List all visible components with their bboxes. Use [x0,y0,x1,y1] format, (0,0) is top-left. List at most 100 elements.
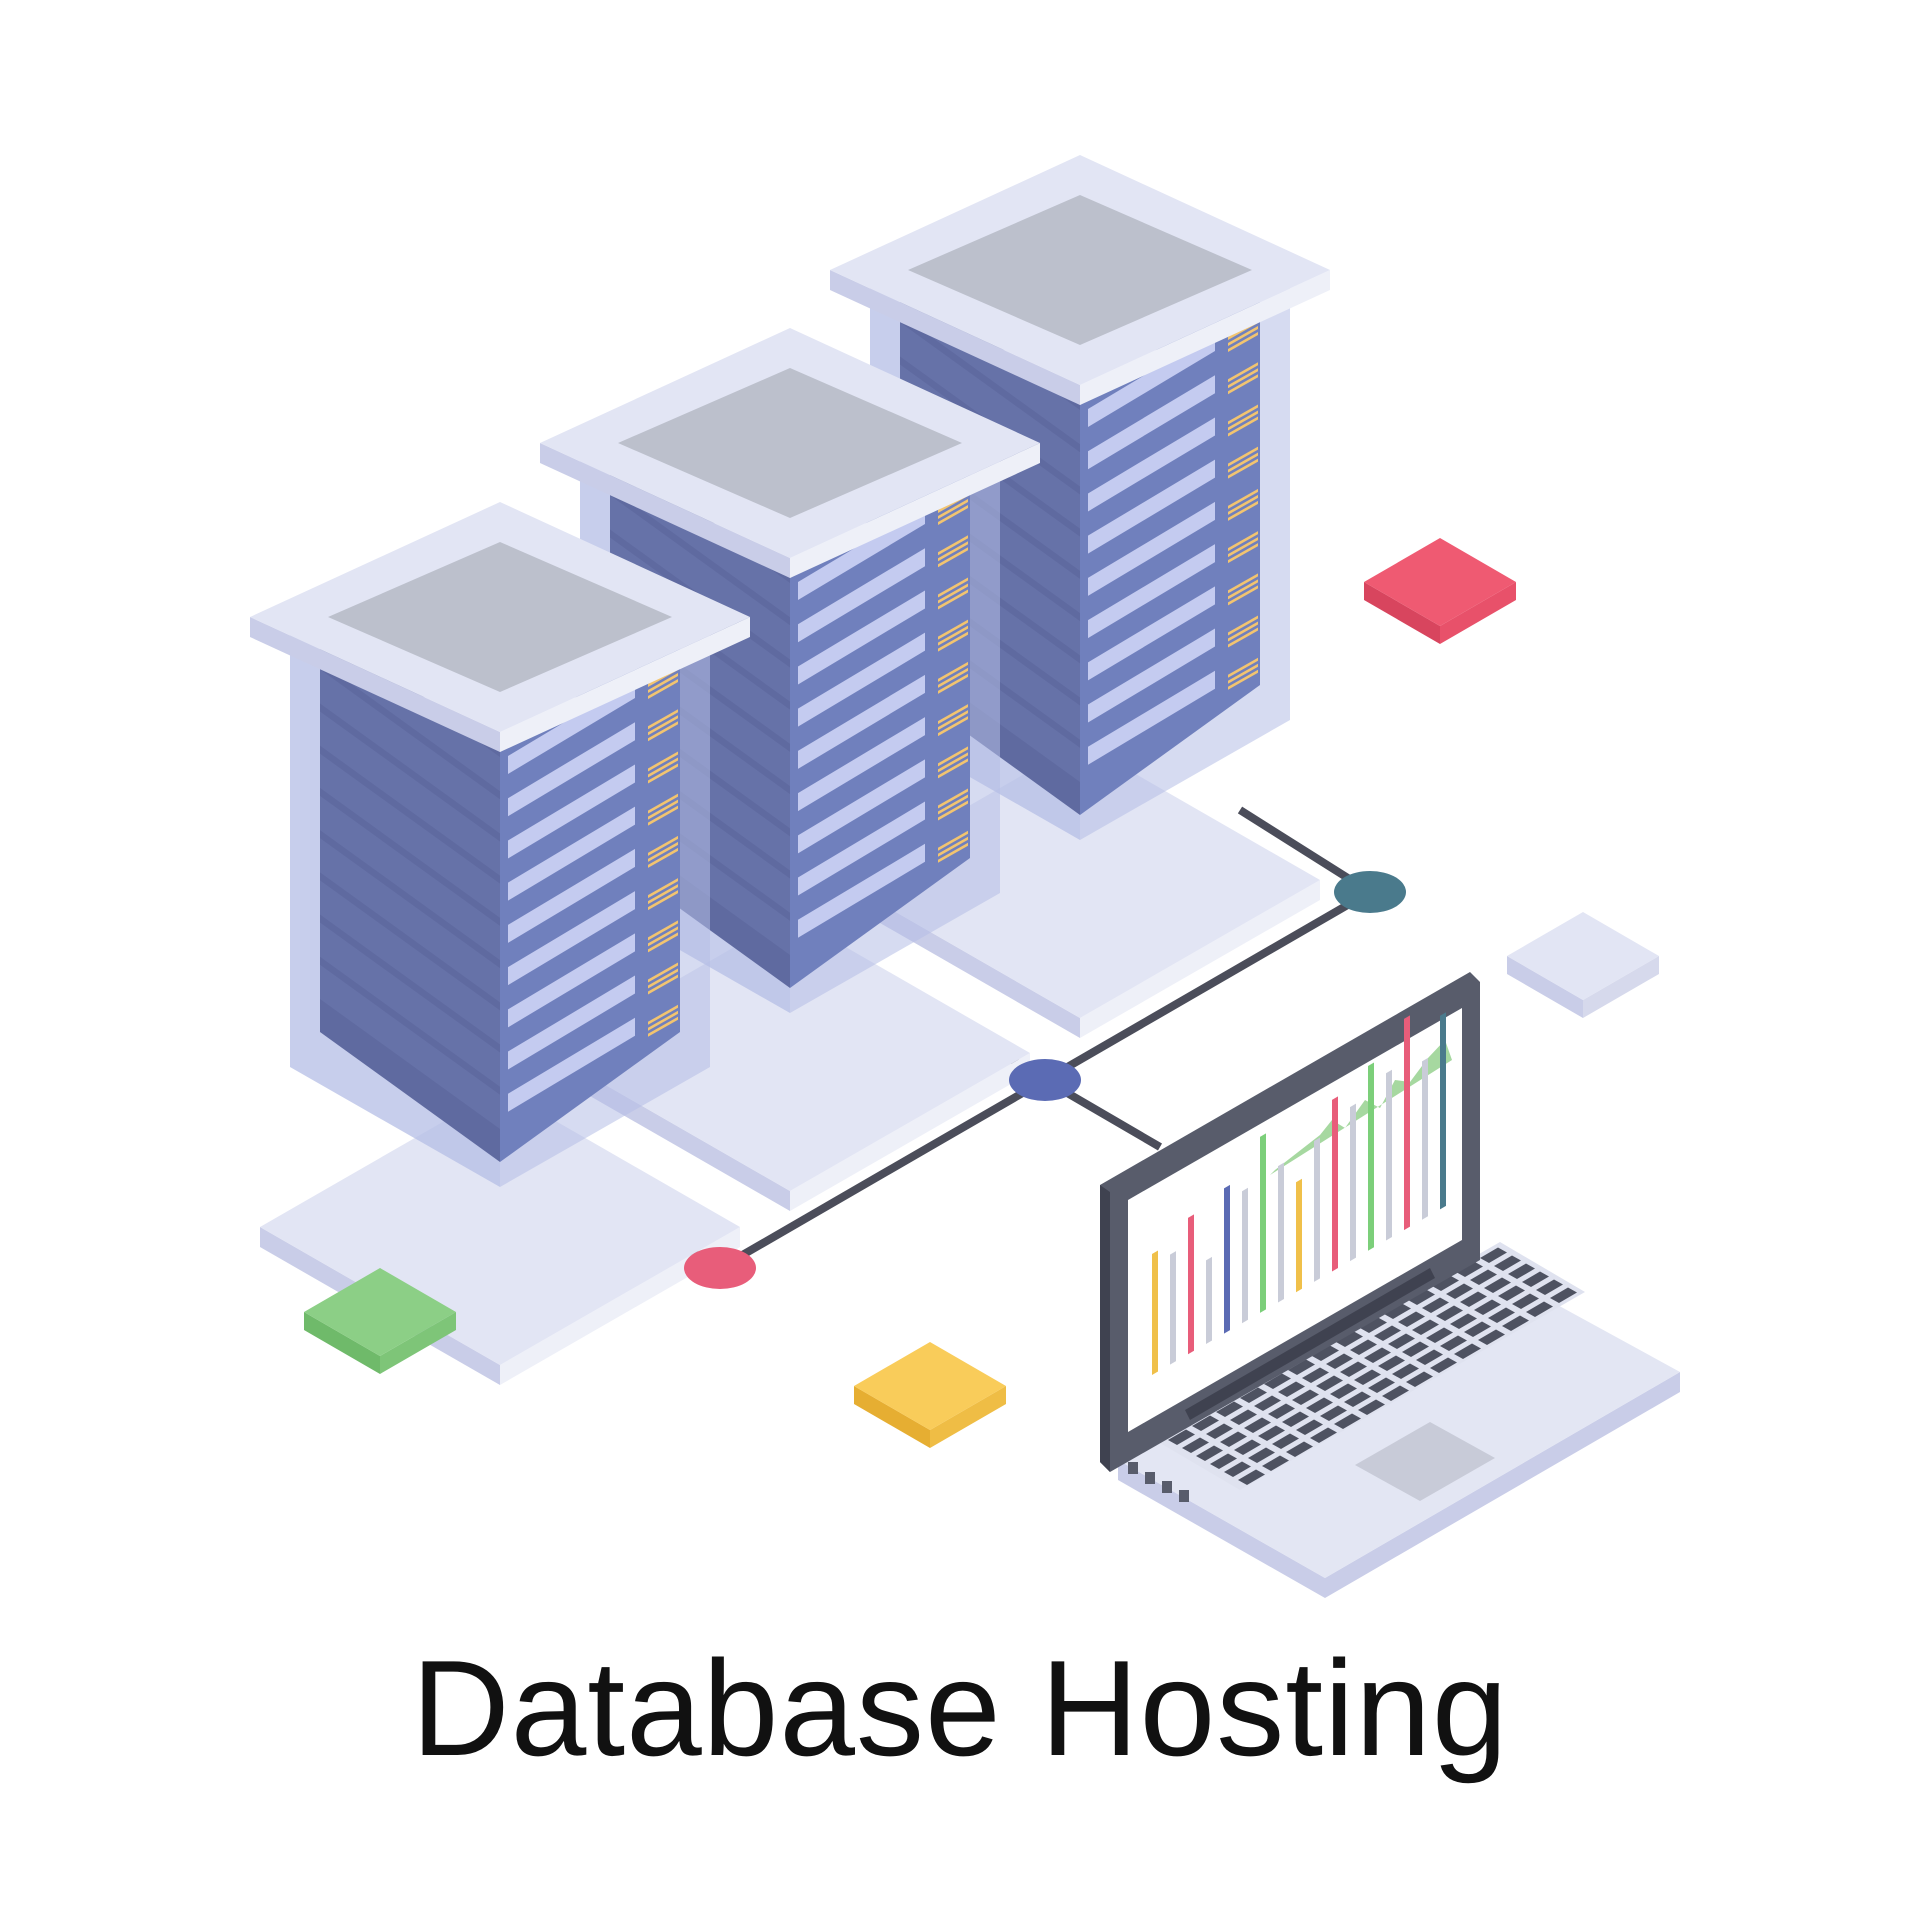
server-unit-led [938,583,968,604]
laptop-base [1118,1257,1680,1578]
keyboard-key [1272,1433,1299,1449]
keyboard-key [1480,1247,1507,1263]
keyboard-key [1268,1403,1295,1419]
server-unit-left [320,753,500,918]
keyboard-key [1238,1469,1265,1485]
screen-bar [1206,1256,1212,1344]
server-unit-led [1228,543,1258,564]
server-unit-led [648,968,678,989]
server-unit-left [320,669,500,834]
server-unit-led [938,830,968,851]
keyboard-key [1224,1461,1251,1477]
server-unit-panel [1088,670,1215,765]
decorative-tile [1364,538,1516,644]
port [1145,1472,1155,1484]
server-unit-led [1228,488,1258,509]
tile-left [1364,582,1440,644]
screen-bar [1188,1214,1194,1355]
server-unit-led [1228,573,1258,594]
keyboard-key [1498,1285,1525,1301]
server-unit-panel [798,801,925,896]
server-unit-led [938,505,968,525]
server-unit-led [648,721,678,742]
rack-plinth-right [1080,880,1320,1038]
port [1128,1462,1138,1474]
connector-line [717,1076,1048,1272]
keyboard-key [1358,1399,1385,1415]
server-unit-led [938,625,968,646]
server-unit-left [320,795,500,961]
server-unit-led [648,841,678,862]
screen-bar [1260,1133,1266,1313]
trackpad [1355,1422,1495,1501]
server-unit-led [1228,627,1258,648]
keyboard-key [1422,1297,1449,1313]
screen-bar [1152,1250,1158,1375]
keyboard-key [1182,1437,1209,1453]
server-unit-led [648,974,678,995]
server-unit-led [938,631,968,652]
keyboard-key [1402,1341,1429,1357]
server-unit-panel [508,722,635,817]
server-unit-led [1228,500,1258,521]
server-unit-led [1228,404,1258,425]
server-unit-led [648,799,678,820]
keyboard-key [1302,1367,1329,1383]
server-unit-panel [798,674,925,769]
keyboard-key [1216,1401,1243,1417]
server-unit-panel [798,548,925,643]
keyboard-key [1310,1427,1337,1443]
server-racks [250,155,1330,1385]
server-unit-led [938,499,968,519]
server-unit-led [938,752,968,773]
keyboard-key [1264,1373,1291,1389]
keyboard-key [1344,1391,1371,1407]
screen-bar [1404,1015,1410,1231]
keyboard-area [1155,1242,1585,1490]
server-unit-panel [508,806,635,901]
keyboard-key [1192,1415,1219,1431]
server-unit-led [648,763,678,784]
server-unit-led [938,661,968,682]
server-unit-led [1228,663,1258,684]
server-unit-led [938,541,968,562]
keyboard-key [1196,1445,1223,1461]
keyboard-key [1320,1405,1347,1421]
server-unit-led [1228,446,1258,467]
screen-bar [1278,1162,1284,1303]
keyboard-key [1522,1271,1549,1287]
connector-line [1042,888,1373,1084]
keyboard-key [1384,1303,1411,1319]
tile-left [304,1312,380,1374]
server-unit-panel [798,843,925,938]
keyboard-key [1392,1363,1419,1379]
server-unit-panel [508,848,635,943]
server-unit-panel [798,759,925,854]
keyboard-key [1430,1357,1457,1373]
keyboard-key [1460,1291,1487,1307]
keyboard-key [1474,1299,1501,1315]
screen-bar [1332,1096,1338,1272]
server-unit-left [320,838,500,1003]
server-unit-led [1228,326,1258,346]
server-unit-led [1228,621,1258,642]
server-unit-led [938,673,968,694]
server-unit-led [938,758,968,779]
keyboard-key [1470,1269,1497,1285]
server-unit-led [938,710,968,731]
keyboard-key [1374,1325,1401,1341]
keyboard-key [1326,1353,1353,1369]
keyboard [1168,1247,1577,1485]
keyboard-key [1330,1383,1357,1399]
decorative-tile [304,1268,456,1374]
server-unit-led [1228,368,1258,389]
keyboard-key [1286,1441,1313,1457]
server-unit-led [938,836,968,857]
server-unit-led [648,709,678,730]
page-title: Database Hosting [411,1632,1509,1784]
keyboard-key [1240,1387,1267,1403]
server-unit-led [1228,615,1258,636]
keyboard-key [1526,1301,1553,1317]
keyboard-key [1262,1455,1289,1471]
server-unit-led [938,619,968,640]
